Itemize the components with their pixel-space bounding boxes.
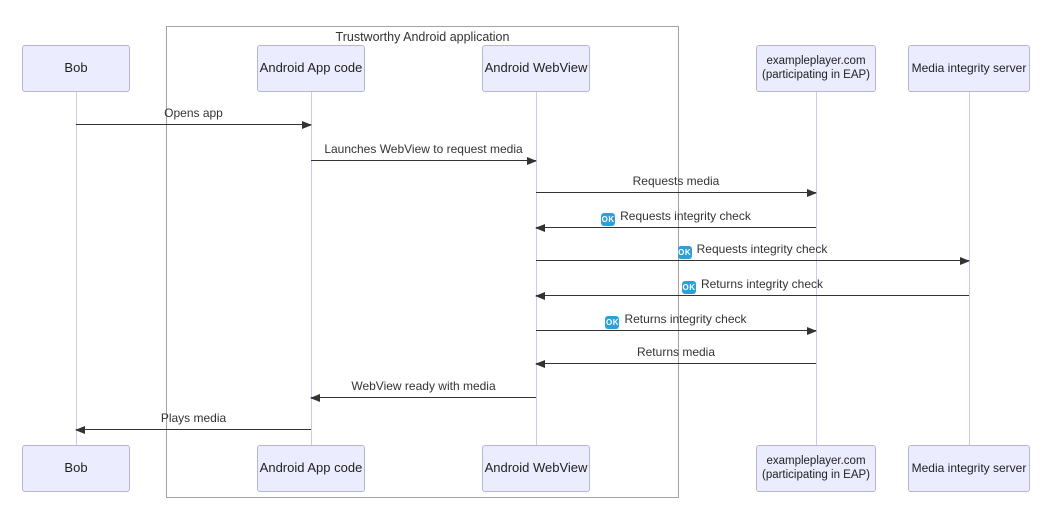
actor-label: Android WebView [484, 460, 588, 476]
frame-trustworthy-android-application: Trustworthy Android application [166, 26, 679, 498]
message-line [536, 295, 969, 296]
actor-label: Media integrity server [911, 460, 1027, 475]
actor-box-player-bottom: exampleplayer.com (participating in EAP) [756, 445, 876, 492]
ok-badge-icon: OK [605, 315, 620, 329]
message-line [536, 192, 816, 193]
lifeline-app [311, 92, 312, 445]
actor-label: Android App code [259, 60, 363, 76]
message-line [536, 227, 816, 228]
actor-label: Android WebView [484, 60, 588, 76]
message-label: Plays media [160, 411, 227, 425]
actor-label-line2: (participating in EAP) [761, 468, 871, 481]
message-requests-media: Requests media [536, 173, 817, 199]
actor-label-line1: exampleplayer.com [766, 455, 866, 468]
message-label: Returns integrity check [700, 277, 824, 291]
actor-label-line2: (participating in EAP) [761, 68, 871, 81]
frame-title: Trustworthy Android application [335, 30, 510, 44]
message-line [536, 363, 816, 364]
arrowhead-right-icon [302, 120, 312, 129]
arrowhead-right-icon [960, 256, 970, 265]
actor-box-bob-top: Bob [22, 45, 130, 92]
lifeline-webview [536, 92, 537, 445]
message-label: Requests integrity check [696, 242, 828, 256]
message-line [311, 397, 536, 398]
message-label: Opens app [164, 106, 223, 120]
message-requests-integrity-check-2: OK Requests integrity check [536, 241, 970, 267]
arrowhead-left-icon [535, 223, 545, 232]
message-requests-integrity-check-1: OK Requests integrity check [535, 208, 816, 234]
arrowhead-left-icon [535, 359, 545, 368]
actor-label: Android App code [259, 460, 363, 476]
message-label: WebView ready with media [351, 379, 496, 393]
message-plays-media: Plays media [75, 410, 311, 436]
actor-box-webview-top: Android WebView [482, 45, 590, 92]
message-label: Requests media [632, 174, 720, 188]
message-webview-ready: WebView ready with media [310, 378, 536, 404]
actor-label: Bob [64, 60, 88, 76]
actor-label: Bob [64, 460, 88, 476]
actor-label-line1: exampleplayer.com [766, 55, 866, 68]
arrowhead-left-icon [535, 291, 545, 300]
lifeline-player [816, 92, 817, 445]
actor-box-bob-bottom: Bob [22, 445, 130, 492]
arrowhead-right-icon [527, 156, 537, 165]
message-launches-webview: Launches WebView to request media [311, 141, 537, 167]
actor-box-app-bottom: Android App code [257, 445, 365, 492]
ok-badge-icon: OK [677, 245, 692, 259]
actor-label: Media integrity server [911, 60, 1027, 75]
message-line [76, 124, 311, 125]
lifeline-media [969, 92, 970, 445]
actor-box-app-top: Android App code [257, 45, 365, 92]
ok-badge-icon: OK [601, 212, 616, 226]
message-line [536, 260, 969, 261]
message-label: Requests integrity check [620, 209, 751, 223]
ok-badge-icon: OK [681, 280, 696, 294]
message-returns-integrity-check-2: OK Returns integrity check [536, 311, 817, 337]
actor-box-media-bottom: Media integrity server [908, 445, 1030, 492]
message-label: Returns media [636, 345, 716, 359]
message-opens-app: Opens app [76, 105, 312, 131]
arrowhead-left-icon [310, 393, 320, 402]
message-line [536, 330, 816, 331]
arrowhead-right-icon [807, 188, 817, 197]
arrowhead-right-icon [807, 326, 817, 335]
message-returns-media: Returns media [535, 344, 816, 370]
message-line [311, 160, 536, 161]
actor-box-webview-bottom: Android WebView [482, 445, 590, 492]
message-label: Returns integrity check [624, 312, 747, 326]
message-line [76, 429, 311, 430]
lifeline-bob [76, 92, 77, 445]
actor-box-media-top: Media integrity server [908, 45, 1030, 92]
message-label: Launches WebView to request media [324, 142, 523, 156]
message-returns-integrity-check-1: OK Returns integrity check [535, 276, 969, 302]
actor-box-player-top: exampleplayer.com (participating in EAP) [756, 45, 876, 92]
arrowhead-left-icon [75, 425, 85, 434]
